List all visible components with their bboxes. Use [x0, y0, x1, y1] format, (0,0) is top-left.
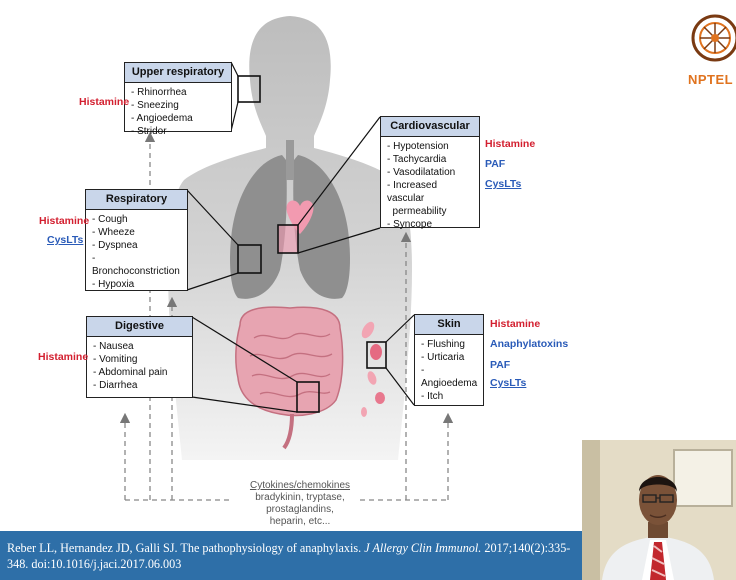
symptom-item: - Angioedema — [131, 112, 227, 125]
upper-respiratory-box: Upper respiratory - Rhinorrhea - Sneezin… — [124, 62, 232, 132]
symptom-item: - Abdominal pain — [93, 366, 188, 379]
symptom-item: - Vasodilatation — [387, 166, 475, 179]
symptom-item: - Itch — [421, 390, 479, 403]
symptom-item: - Tachycardia — [387, 153, 475, 166]
digestive-title: Digestive — [87, 317, 192, 337]
mediator-histamine-cardio: Histamine — [485, 138, 535, 151]
presenter-video — [582, 440, 736, 580]
mediator-histamine-skin: Histamine — [490, 318, 540, 331]
symptom-item: - Rhinorrhea — [131, 86, 227, 99]
symptom-item: - Stridor — [131, 125, 227, 138]
mediator-cyslts-skin[interactable]: CysLTs — [490, 377, 526, 390]
skin-box: Skin - Flushing - Urticaria - Angioedema… — [414, 314, 484, 406]
nptel-logo-text: NPTEL — [688, 72, 733, 87]
mediators-line: heparin, etc... — [200, 516, 400, 528]
symptom-item: - Flushing — [421, 338, 479, 351]
mediator-cyslts-cardio[interactable]: CysLTs — [485, 178, 521, 191]
respiratory-box: Respiratory - Cough - Wheeze - Dyspnea -… — [85, 189, 188, 291]
mediator-cyslts-resp[interactable]: CysLTs — [47, 234, 83, 247]
nptel-logo: NPTEL — [683, 0, 736, 95]
symptom-item: - Hypotension — [387, 140, 475, 153]
upper-respiratory-title: Upper respiratory — [125, 63, 231, 83]
systemic-mediators: Cytokines/chemokines bradykinin, tryptas… — [200, 480, 400, 528]
cardiovascular-title: Cardiovascular — [381, 117, 479, 137]
symptom-item: - Syncope — [387, 218, 475, 231]
mediator-anaphylatoxins-skin: Anaphylatoxins — [490, 338, 568, 351]
mediator-paf-cardio: PAF — [485, 158, 505, 171]
mediators-line: bradykinin, tryptase, — [200, 492, 400, 504]
symptom-item: - Urticaria — [421, 351, 479, 364]
citation-bar: Reber LL, Hernandez JD, Galli SJ. The pa… — [0, 531, 582, 580]
digestive-box: Digestive - Nausea - Vomiting - Abdomina… — [86, 316, 193, 398]
symptom-item: - Bronchoconstriction — [92, 252, 183, 278]
symptom-item: - Dyspnea — [92, 239, 183, 252]
mediator-histamine-upper: Histamine — [79, 96, 129, 109]
cardiovascular-box: Cardiovascular - Hypotension - Tachycard… — [380, 116, 480, 228]
mediators-line: prostaglandins, — [200, 504, 400, 516]
mediators-line: Cytokines/chemokines — [200, 480, 400, 492]
citation-authors: Reber LL, Hernandez JD, Galli SJ. The pa… — [7, 541, 361, 555]
mediator-histamine-dig: Histamine — [38, 351, 88, 364]
symptom-item: - Sneezing — [131, 99, 227, 112]
symptom-item: permeability — [387, 205, 475, 218]
symptom-item: - Angioedema — [421, 364, 479, 390]
symptom-item: - Nausea — [93, 340, 188, 353]
nptel-emblem-icon — [683, 0, 736, 72]
respiratory-title: Respiratory — [86, 190, 187, 210]
mediator-histamine-resp: Histamine — [39, 215, 89, 228]
skin-title: Skin — [415, 315, 483, 335]
symptom-item: - Cough — [92, 213, 183, 226]
symptom-item: - Hypoxia — [92, 278, 183, 291]
symptom-item: - Diarrhea — [93, 379, 188, 392]
symptom-item: - Wheeze — [92, 226, 183, 239]
symptom-item: - Vomiting — [93, 353, 188, 366]
citation-journal: J Allergy Clin Immunol. — [364, 541, 481, 555]
symptom-item: - Increased vascular — [387, 179, 475, 205]
presenter-image — [582, 440, 736, 580]
mediator-paf-skin: PAF — [490, 359, 510, 372]
